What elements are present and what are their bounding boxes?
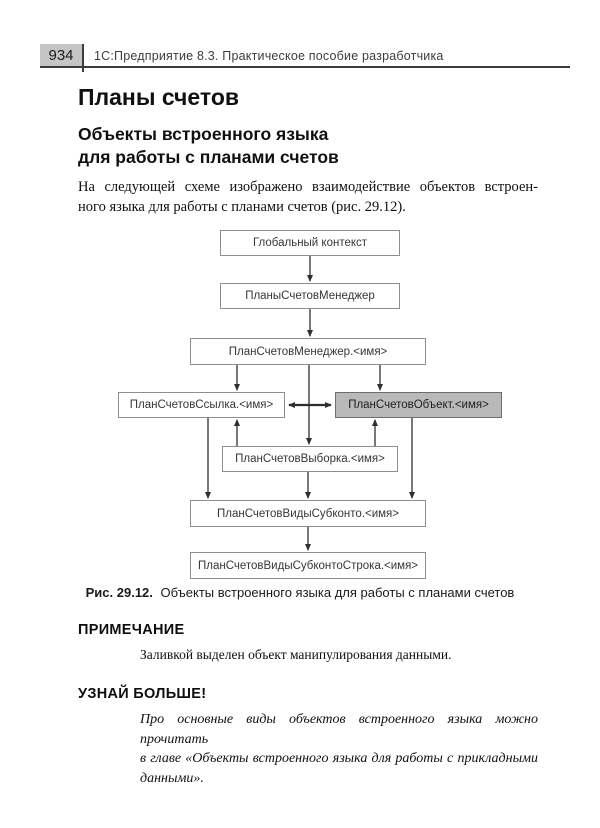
intro-line: ного языка для работы с планами счетов (… bbox=[78, 198, 406, 215]
page-number: 934 bbox=[48, 47, 74, 64]
note-text: Заливкой выделен объект манипулирования … bbox=[140, 647, 452, 662]
header-rule bbox=[40, 66, 570, 68]
figure-caption-text: Объекты встроенного языка для работы с п… bbox=[160, 585, 515, 600]
diagram-node-named-manager: ПланСчетовМенеджер.<имя> bbox=[190, 338, 426, 365]
figure-caption: Рис. 29.12. Объекты встроенного языка дл… bbox=[0, 585, 600, 600]
page-title: Планы счетов bbox=[78, 84, 240, 110]
section-subtitle: Объекты встроенного языка для работы с п… bbox=[78, 123, 339, 169]
subtitle-line: для работы с планами счетов bbox=[78, 147, 339, 167]
subtitle-line: Объекты встроенного языка bbox=[78, 124, 329, 144]
learn-more-paragraph: Про основные виды объектов встроенного я… bbox=[140, 710, 538, 788]
intro-line: На следующей схеме изображено взаимодейс… bbox=[78, 179, 538, 195]
learn-more-line: данными». bbox=[140, 770, 204, 786]
header-divider bbox=[82, 44, 84, 72]
learn-more-line: Про основные виды объектов встроенного я… bbox=[140, 712, 538, 747]
page-number-badge: 934 bbox=[40, 44, 82, 67]
diagram-node-selection: ПланСчетовВыборка.<имя> bbox=[222, 446, 398, 472]
diagram-node-subkonto-kinds: ПланСчетовВидыСубконто.<имя> bbox=[190, 500, 426, 527]
diagram-node-global-context: Глобальный контекст bbox=[220, 230, 400, 256]
figure-caption-label: Рис. 29.12. bbox=[85, 585, 153, 600]
diagram-node-ref: ПланСчетовСсылка.<имя> bbox=[118, 392, 285, 418]
learn-more-heading: УЗНАЙ БОЛЬШЕ! bbox=[78, 686, 207, 702]
diagram-node-plans-manager: ПланыСчетовМенеджер bbox=[220, 283, 400, 309]
intro-paragraph: На следующей схеме изображено взаимодейс… bbox=[78, 178, 538, 217]
note-heading: ПРИМЕЧАНИЕ bbox=[78, 622, 185, 638]
header-title: 1С:Предприятие 8.3. Практическое пособие… bbox=[94, 49, 444, 63]
diagram-node-subkonto-row: ПланСчетовВидыСубконтоСтрока.<имя> bbox=[190, 552, 426, 579]
learn-more-line: в главе «Объекты встроенного языка для р… bbox=[140, 751, 538, 766]
diagram-node-object: ПланСчетовОбъект.<имя> bbox=[335, 392, 502, 418]
